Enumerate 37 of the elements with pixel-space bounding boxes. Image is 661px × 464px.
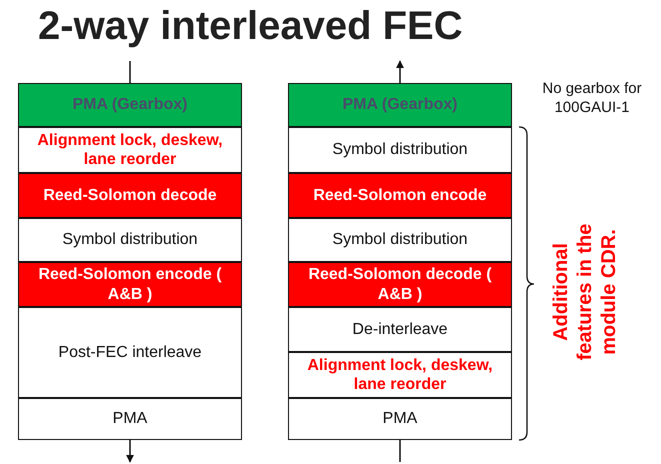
layer-label: Reed-Solomon encode ( A&B ): [37, 265, 223, 304]
layer-box: [18, 127, 242, 173]
layer-box: [288, 352, 512, 398]
layer-box: [288, 83, 512, 127]
layer-box: [18, 218, 242, 262]
layer-label: PMA: [382, 409, 418, 429]
layer-label: Alignment lock, deskew, lane reorder: [36, 130, 224, 170]
layer-box: [288, 173, 512, 218]
layer-box: [18, 262, 242, 307]
layer-label: Reed-Solomon decode: [42, 186, 218, 206]
layer-box: [18, 307, 242, 398]
layer-label: Alignment lock, deskew, lane reorder: [306, 356, 494, 394]
layer-box: [18, 173, 242, 218]
arrow: [126, 440, 134, 463]
title: 2-way interleaved FEC: [38, 4, 463, 49]
layer-label: Post-FEC interleave: [57, 342, 203, 362]
bracket-label: Additional features in the module CDR.: [549, 222, 621, 362]
arrow: [396, 60, 404, 83]
layer-box: [18, 398, 242, 440]
layer-label: PMA: [112, 409, 148, 429]
layer-box: [288, 307, 512, 352]
layer-box: [288, 127, 512, 173]
layer-label: Symbol distribution: [331, 140, 469, 160]
layer-label: Symbol distribution: [331, 230, 469, 250]
layer-box: [18, 83, 242, 127]
layer-box: [288, 218, 512, 262]
layer-box: [288, 262, 512, 307]
layer-label: Reed-Solomon decode ( A&B ): [307, 265, 493, 304]
layer-label: Reed-Solomon encode: [312, 186, 488, 206]
note-text: No gearbox for 100GAUI-1: [541, 80, 643, 118]
connector-line: [129, 61, 131, 83]
layer-label: PMA (Gearbox): [72, 95, 188, 115]
layer-box: [288, 398, 512, 440]
layer-label: Symbol distribution: [61, 230, 199, 250]
layer-label: PMA (Gearbox): [342, 95, 458, 115]
layer-label: De-interleave: [351, 320, 449, 340]
connector-line: [399, 440, 401, 462]
